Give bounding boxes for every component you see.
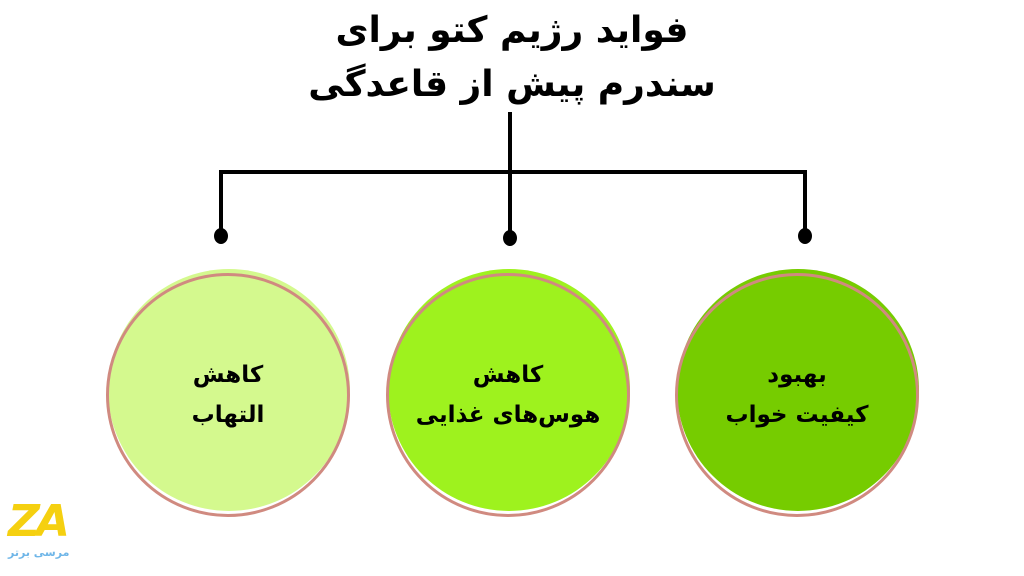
node-label: بهبود کیفیت خواب	[675, 273, 919, 517]
node-improve-sleep-quality: بهبود کیفیت خواب	[675, 269, 919, 517]
node-ring	[106, 273, 350, 517]
node-reduce-inflammation: کاهش التهاب	[106, 269, 350, 517]
connector-bar	[219, 170, 807, 174]
title-line-2: سندرم پیش از قاعدگی	[308, 64, 716, 105]
node-reduce-food-cravings: کاهش هوس‌های غذایی	[386, 269, 630, 517]
connector-dot-middle	[503, 230, 517, 246]
logo-mark: ZA	[8, 496, 70, 547]
title-line-1: فواید رژیم کتو برای	[335, 10, 689, 51]
node-label: کاهش التهاب	[106, 273, 350, 517]
node-ring	[675, 273, 919, 517]
connector-dot-right	[798, 228, 812, 244]
node-ring	[386, 273, 630, 517]
node-label-line-1: بهبود	[767, 362, 827, 388]
node-label-line-2: التهاب	[191, 402, 265, 428]
node-label-line-1: کاهش	[472, 362, 544, 388]
node-label: کاهش هوس‌های غذایی	[386, 273, 630, 517]
logo-subtitle: مرسی برتر	[8, 546, 70, 559]
connector-right-drop	[803, 170, 807, 234]
node-label-line-2: کیفیت خواب	[725, 402, 869, 428]
brand-logo: ZA مرسی برتر	[8, 500, 78, 562]
connector-left-drop	[219, 170, 223, 234]
node-label-line-2: هوس‌های غذایی	[415, 402, 601, 428]
diagram-title: فواید رژیم کتو برای سندرم پیش از قاعدگی	[262, 4, 762, 112]
connector-trunk	[508, 112, 512, 236]
node-label-line-1: کاهش	[192, 362, 264, 388]
connector-dot-left	[214, 228, 228, 244]
